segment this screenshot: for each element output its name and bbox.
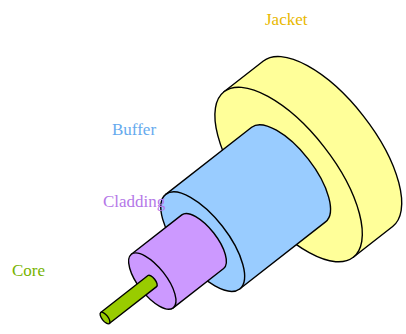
buffer-label: Buffer bbox=[112, 120, 156, 140]
core-cylinder bbox=[98, 274, 159, 326]
core-label: Core bbox=[12, 261, 45, 281]
jacket-label: Jacket bbox=[265, 10, 307, 30]
cladding-label: Cladding bbox=[103, 192, 165, 212]
